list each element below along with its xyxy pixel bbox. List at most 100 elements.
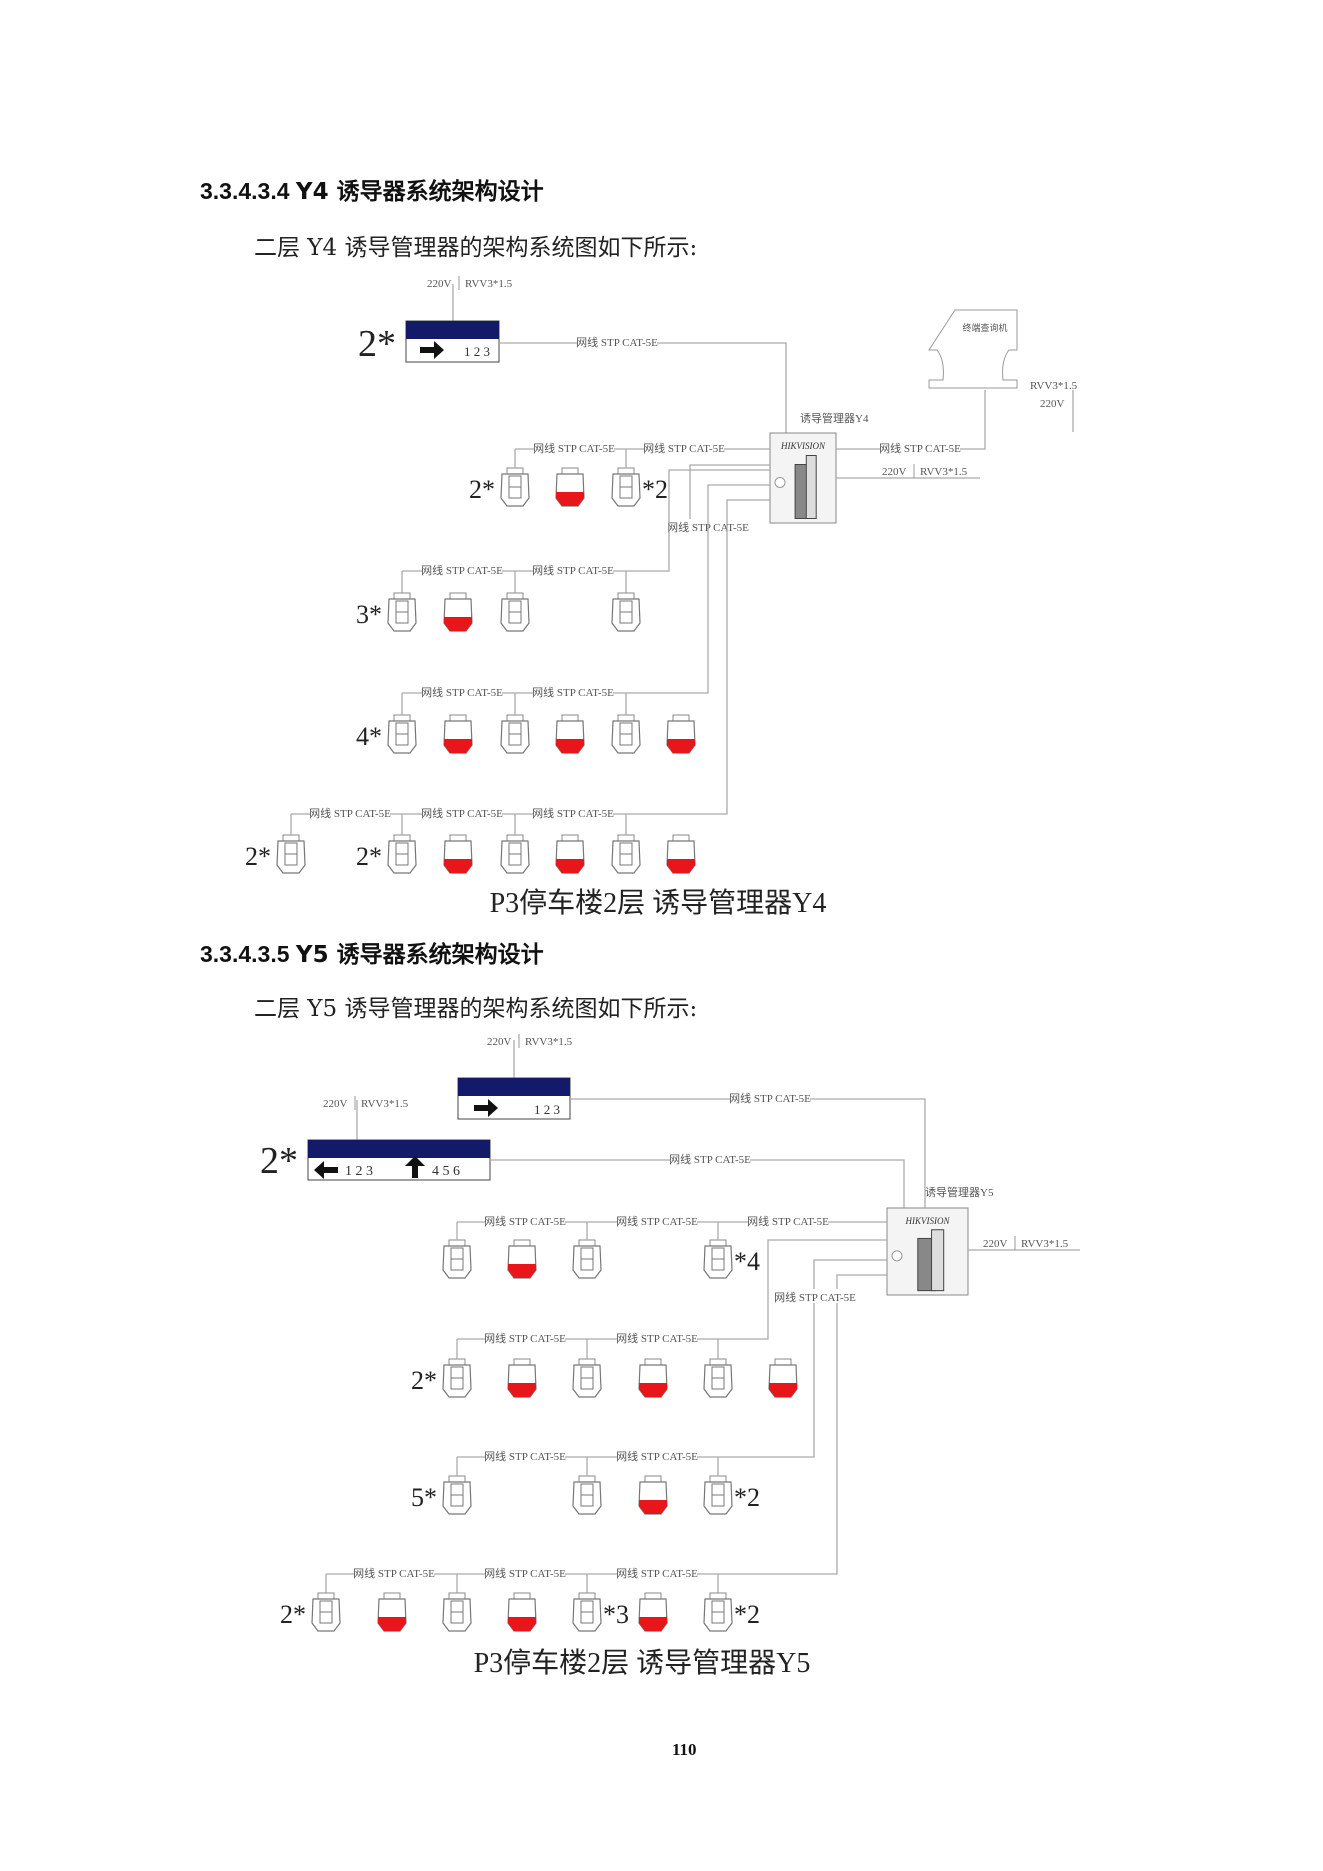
cable-label-bg bbox=[880, 440, 960, 454]
cable-label: 网线 STP CAT-5E bbox=[616, 1449, 698, 1463]
terminal-kiosk-icon bbox=[928, 309, 1018, 389]
controller-label: 诱导管理器Y4 bbox=[800, 411, 869, 425]
device-body bbox=[611, 720, 641, 754]
sign-multiplier: 2* bbox=[260, 1140, 298, 1182]
device-top bbox=[513, 1592, 531, 1600]
parking-sensor bbox=[442, 1592, 472, 1632]
quantity-prefix: 4* bbox=[356, 722, 382, 751]
power-voltage-label: 220V bbox=[1040, 398, 1065, 410]
cable-label-bg bbox=[533, 684, 613, 698]
device-body bbox=[703, 1598, 733, 1632]
power-cable-label: RVV3*1.5 bbox=[465, 278, 513, 290]
parking-sensor bbox=[611, 714, 641, 754]
device-top bbox=[317, 1592, 335, 1600]
parking-sensor bbox=[611, 467, 641, 507]
device-body bbox=[387, 720, 417, 754]
section-number: 3.3.4.3.4 bbox=[200, 178, 290, 204]
cable-label: 网线 STP CAT-5E bbox=[484, 1331, 566, 1345]
cable-line bbox=[499, 342, 787, 433]
section-intro-y5: 二层 Y5 诱导管理器的架构系统图如下所示: bbox=[254, 996, 698, 1022]
parking-sensor bbox=[387, 834, 417, 874]
device-top bbox=[644, 1475, 662, 1483]
cable-label-bg bbox=[354, 1565, 434, 1579]
red-light-icon bbox=[508, 1264, 536, 1278]
device-top bbox=[448, 1475, 466, 1483]
parking-sensor bbox=[703, 1592, 733, 1632]
device-body bbox=[611, 473, 641, 507]
power-voltage-label: 220V bbox=[882, 466, 907, 478]
power-voltage-label: 220V bbox=[323, 1098, 348, 1110]
device-top bbox=[672, 714, 690, 722]
cable-label: 网线 STP CAT-5E bbox=[421, 685, 503, 699]
device-top bbox=[506, 592, 524, 600]
section-title: Y5 诱导器系统架构设计 bbox=[295, 942, 544, 968]
device-top bbox=[709, 1592, 727, 1600]
cable-label-bg bbox=[422, 684, 502, 698]
cable-label: 网线 STP CAT-5E bbox=[421, 806, 503, 820]
cable-label: 网线 STP CAT-5E bbox=[533, 441, 615, 455]
quantity-prefix: 3* bbox=[356, 600, 382, 629]
cable-label-bg bbox=[730, 1090, 810, 1104]
section-title: Y4 诱导器系统架构设计 bbox=[295, 179, 544, 205]
power-cable-label: RVV3*1.5 bbox=[361, 1098, 409, 1110]
cable-label-bg bbox=[617, 1565, 697, 1579]
device-top bbox=[449, 592, 467, 600]
quantity-suffix: *3 bbox=[603, 1600, 629, 1629]
quantity-suffix: *2 bbox=[734, 1483, 760, 1512]
device-top bbox=[513, 1239, 531, 1247]
device-body bbox=[572, 1481, 602, 1515]
cable-label-bg bbox=[485, 1448, 565, 1462]
cable-line bbox=[326, 1274, 887, 1575]
cable-label: 网线 STP CAT-5E bbox=[353, 1566, 435, 1580]
device-top bbox=[506, 714, 524, 722]
guidance-light bbox=[555, 834, 585, 874]
hikvision-logo: HIKVISION bbox=[780, 441, 826, 451]
sign-multiplier: 2* bbox=[358, 323, 396, 365]
parking-sensor bbox=[611, 834, 641, 874]
device-top bbox=[644, 1592, 662, 1600]
controller-indicator bbox=[774, 477, 786, 488]
guidance-light bbox=[638, 1358, 668, 1398]
cable-label: 网线 STP CAT-5E bbox=[774, 1290, 856, 1304]
device-top bbox=[448, 1358, 466, 1366]
cable-label: 网线 STP CAT-5E bbox=[669, 1152, 751, 1166]
device-top bbox=[449, 714, 467, 722]
page-number: 110 bbox=[672, 1740, 697, 1759]
cable-label: 网线 STP CAT-5E bbox=[484, 1566, 566, 1580]
guidance-light bbox=[443, 592, 473, 632]
device-top bbox=[617, 834, 635, 842]
cable-label-bg bbox=[617, 1330, 697, 1344]
device-top bbox=[513, 1358, 531, 1366]
red-light-icon bbox=[444, 617, 472, 631]
parking-sensor bbox=[442, 1475, 472, 1515]
red-light-icon bbox=[556, 739, 584, 753]
device-top bbox=[578, 1239, 596, 1247]
power-voltage-label: 220V bbox=[487, 1036, 512, 1048]
cable-label: 网线 STP CAT-5E bbox=[616, 1214, 698, 1228]
guidance-light bbox=[666, 714, 696, 754]
sign-digits: 1 2 3 bbox=[345, 1164, 373, 1179]
power-voltage-label: 220V bbox=[427, 278, 452, 290]
red-light-icon bbox=[444, 859, 472, 873]
cable-label: 网线 STP CAT-5E bbox=[576, 335, 658, 349]
cable-label-bg bbox=[533, 562, 613, 576]
guidance-light bbox=[507, 1239, 537, 1279]
quantity-prefix: 2* bbox=[469, 475, 495, 504]
parking-sensor bbox=[572, 1592, 602, 1632]
device-top bbox=[578, 1358, 596, 1366]
red-light-icon bbox=[639, 1383, 667, 1397]
sign-led-panel bbox=[458, 1078, 570, 1096]
parking-sensor bbox=[500, 467, 530, 507]
device-body bbox=[500, 720, 530, 754]
red-light-icon bbox=[508, 1383, 536, 1397]
device-top bbox=[617, 467, 635, 475]
arrow-right-icon bbox=[420, 341, 444, 359]
arrow-up-icon bbox=[405, 1156, 425, 1178]
guidance-light bbox=[638, 1475, 668, 1515]
cable-label-bg bbox=[644, 440, 724, 454]
parking-sensor bbox=[500, 834, 530, 874]
cable-label-bg bbox=[422, 805, 502, 819]
device-top bbox=[282, 834, 300, 842]
quantity-prefix: 2* bbox=[356, 842, 382, 871]
device-body bbox=[611, 840, 641, 874]
